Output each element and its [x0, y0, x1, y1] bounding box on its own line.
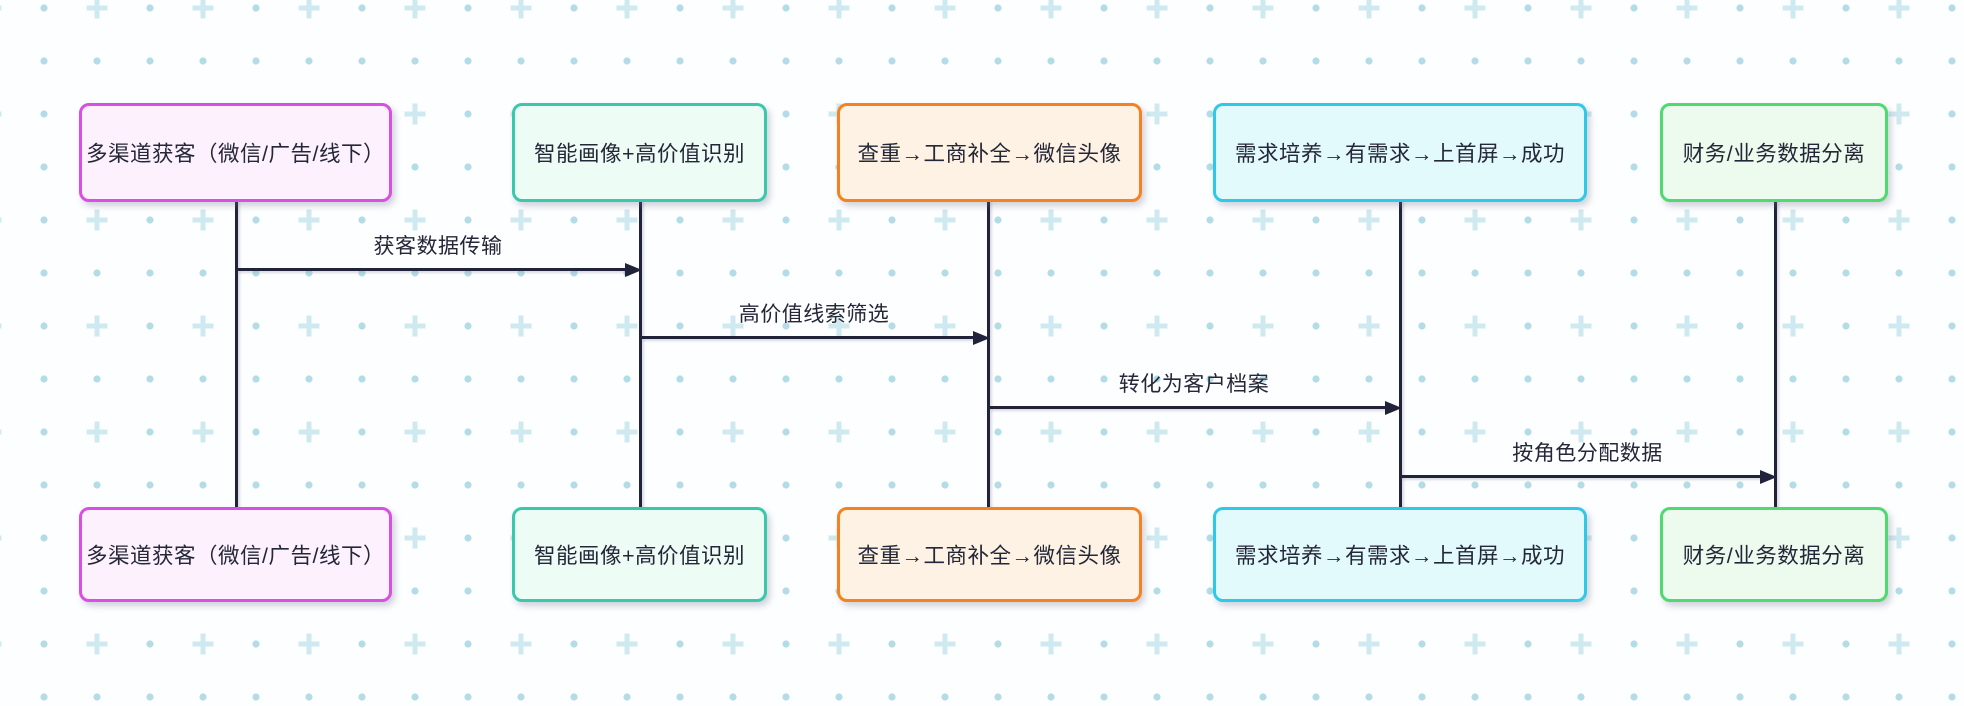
actor-bottom-dedupe-enrichment: 查重→工商补全→微信头像: [837, 507, 1142, 602]
actor-bottom-demand-nurturing: 需求培养→有需求→上首屏→成功: [1213, 507, 1587, 602]
message-line: [236, 268, 630, 271]
lifeline-demand-nurturing: [1398, 200, 1402, 509]
lifeline-smart-profiling: [638, 200, 642, 509]
lifeline-multichannel-acquisition: [234, 200, 238, 509]
actor-top-multichannel-acquisition: 多渠道获客（微信/广告/线下）: [79, 103, 392, 202]
arrow-head: [1385, 400, 1402, 415]
message-line: [640, 336, 978, 339]
lifeline-finance-data-separation: [1773, 200, 1777, 509]
actor-label: 多渠道获客（微信/广告/线下）: [86, 544, 385, 568]
message-acquisition-data-transfer: 获客数据传输: [236, 229, 642, 277]
actor-top-smart-profiling: 智能画像+高价值识别: [512, 103, 767, 202]
actor-top-dedupe-enrichment: 查重→工商补全→微信头像: [837, 103, 1142, 202]
actor-label: 财务/业务数据分离: [1682, 142, 1866, 166]
actor-label: 需求培养→有需求→上首屏→成功: [1234, 544, 1565, 568]
message-label: 高价值线索筛选: [738, 303, 890, 326]
message-convert-to-customer-profile: 转化为客户档案: [988, 367, 1402, 415]
actor-label: 查重→工商补全→微信头像: [857, 142, 1122, 166]
actor-label: 智能画像+高价值识别: [533, 544, 746, 568]
actor-bottom-multichannel-acquisition: 多渠道获客（微信/广告/线下）: [79, 507, 392, 602]
actor-label: 智能画像+高价值识别: [533, 142, 746, 166]
message-high-value-lead-filter: 高价值线索筛选: [640, 297, 990, 345]
actor-label: 需求培养→有需求→上首屏→成功: [1234, 142, 1565, 166]
message-label: 按角色分配数据: [1512, 442, 1663, 465]
message-label: 转化为客户档案: [1118, 373, 1270, 396]
message-assign-data-by-role: 按角色分配数据: [1400, 436, 1777, 484]
lifeline-dedupe-enrichment: [986, 200, 990, 509]
actor-label: 查重→工商补全→微信头像: [857, 544, 1122, 568]
message-line: [1400, 475, 1765, 478]
actor-bottom-smart-profiling: 智能画像+高价值识别: [512, 507, 767, 602]
arrow-head: [973, 330, 990, 345]
message-label: 获客数据传输: [373, 235, 503, 258]
actor-top-finance-data-separation: 财务/业务数据分离: [1660, 103, 1888, 202]
actor-label: 多渠道获客（微信/广告/线下）: [86, 142, 385, 166]
message-line: [988, 406, 1390, 409]
arrow-head: [625, 262, 642, 277]
actor-label: 财务/业务数据分离: [1682, 544, 1866, 568]
actor-top-demand-nurturing: 需求培养→有需求→上首屏→成功: [1213, 103, 1587, 202]
arrow-head: [1760, 469, 1777, 484]
actor-bottom-finance-data-separation: 财务/业务数据分离: [1660, 507, 1888, 602]
